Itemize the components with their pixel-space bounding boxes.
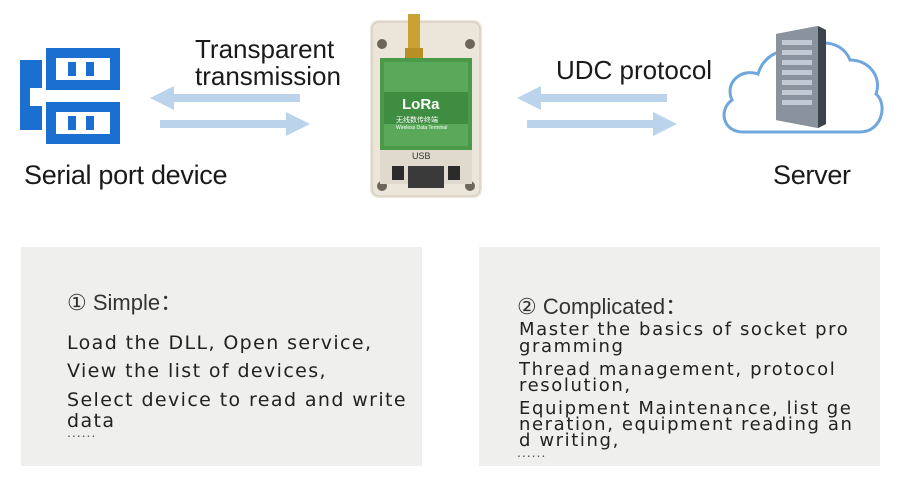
lora-brand-text: LoRa — [402, 96, 440, 113]
complicated-line-7: d writing, — [519, 430, 620, 451]
complicated-ellipsis: ...... — [517, 444, 547, 460]
simple-ellipsis: ...... — [67, 424, 97, 440]
complicated-line-6: neration, equipment reading an — [519, 414, 854, 435]
simple-panel: ① Simple： Load the DLL, Open service, Vi… — [21, 247, 422, 466]
complicated-line-3: Thread management, protocol — [519, 359, 837, 380]
simple-item-2: View the list of devices, — [67, 360, 327, 382]
complicated-line-4: resolution, — [519, 375, 632, 396]
complicated-line-2: gramming — [519, 336, 625, 357]
udc-protocol-label: UDC protocol — [556, 55, 713, 85]
serial-port-device-icon — [20, 48, 120, 144]
complicated-panel: ② Complicated： Master the basics of sock… — [479, 247, 880, 466]
complicated-title: ② Complicated： — [517, 294, 688, 319]
simple-item-3: Select device to read and write — [67, 389, 407, 411]
simple-title: ① Simple： — [67, 290, 183, 315]
complicated-line-1: Master the basics of socket pro — [519, 319, 850, 340]
lora-subtitle-cn: 无线数传终端 — [396, 117, 438, 124]
transparent-line1: Transparent — [195, 34, 335, 64]
transparent-transmission-label: Transparent transmission — [195, 36, 341, 90]
simple-item-4: data — [67, 410, 116, 432]
lora-subtitle-en: Wireless Data Terminal — [396, 125, 448, 131]
server-label: Server — [773, 160, 851, 190]
serial-port-device-label: Serial port device — [24, 160, 228, 190]
transparent-line2: transmission — [195, 61, 341, 91]
complicated-line-5: Equipment Maintenance, list ge — [519, 398, 853, 419]
usb-label: USB — [412, 151, 431, 161]
lora-device-image: LoRa 无线数传终端 Wireless Data Terminal USB — [370, 14, 482, 198]
left-bidirectional-arrow — [150, 86, 310, 136]
right-bidirectional-arrow — [517, 86, 677, 136]
server-cloud-icon — [718, 20, 888, 140]
simple-item-1: Load the DLL, Open service, — [67, 332, 373, 354]
